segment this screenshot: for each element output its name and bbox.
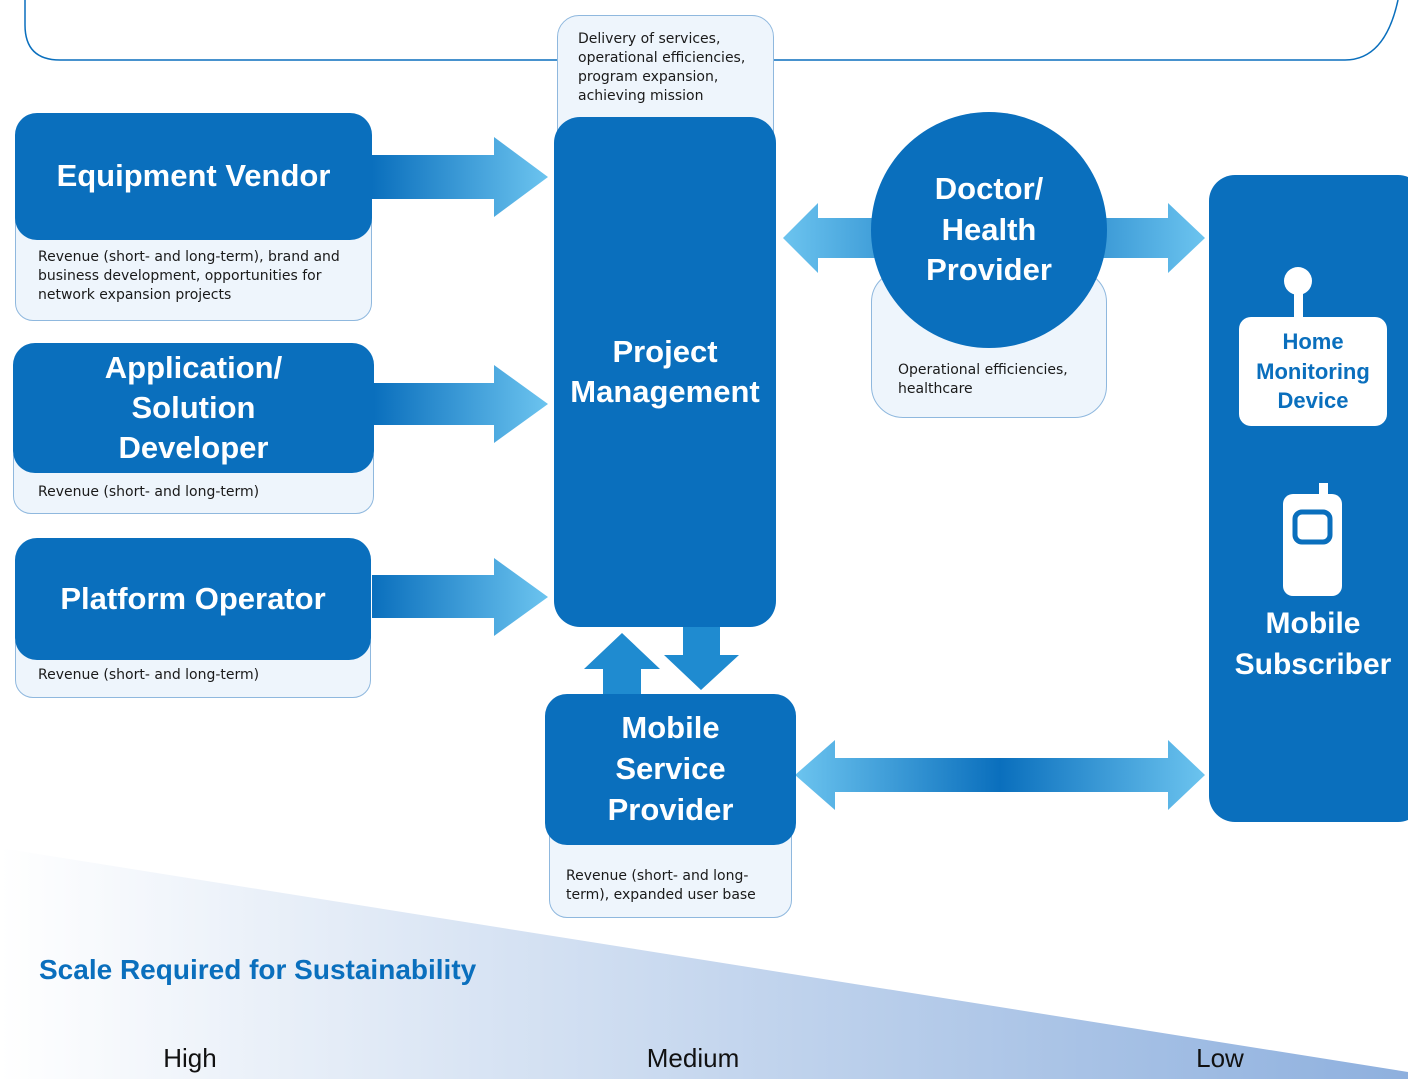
project-management-label: Project Management (570, 333, 760, 409)
arrow-pm-to-msp (664, 620, 739, 690)
arrow-vendor-to-pm (372, 137, 548, 217)
scale-low: Low (1170, 1043, 1270, 1074)
equipment-vendor-label: Equipment Vendor (56, 158, 331, 194)
node-mobile-service-provider: Mobile Service Provider (545, 694, 796, 845)
scale-title: Scale Required for Sustainability (39, 954, 639, 994)
node-mobile-subscriber (1209, 175, 1408, 822)
home-monitoring-label: Home Monitoring Device (1256, 328, 1370, 414)
note-msp-text: Revenue (short- and long-term), expanded… (566, 868, 756, 903)
note-platform-operator-text: Revenue (short- and long-term) (38, 667, 260, 683)
note-doctor-text: Operational efficiencies, healthcare (898, 362, 1068, 397)
node-equipment-vendor: Equipment Vendor (15, 113, 372, 240)
platform-operator-label: Platform Operator (60, 580, 326, 616)
node-doctor: Doctor/ Health Provider (871, 112, 1107, 348)
arrow-msp-to-pm (584, 633, 660, 700)
node-platform-operator: Platform Operator (15, 538, 371, 660)
node-app-developer: Application/ Solution Developer (13, 343, 374, 473)
note-project-management-text: Delivery of services, operational effici… (578, 31, 746, 104)
msp-label: Mobile Service Provider (607, 710, 734, 827)
node-project-management: Project Management (554, 117, 776, 627)
scale-low-text: Low (1196, 1043, 1244, 1073)
scale-medium: Medium (613, 1043, 773, 1074)
arrow-developer-to-pm (374, 365, 548, 443)
scale-medium-text: Medium (646, 1043, 740, 1073)
app-developer-label: Application/ Solution Developer (104, 349, 283, 466)
scale-title-text: Scale Required for Sustainability (39, 954, 477, 985)
mobile-subscriber-label: Mobile Subscriber (1234, 607, 1392, 681)
scale-high-text: High (163, 1043, 217, 1073)
scale-high: High (140, 1043, 240, 1074)
mobile-subscriber-label-box: Mobile Subscriber (1209, 604, 1408, 684)
home-monitoring-device: Home Monitoring Device (1239, 317, 1387, 426)
doctor-label: Doctor/ Health Provider (926, 170, 1052, 288)
note-equipment-vendor-text: Revenue (short- and long-term), brand an… (38, 249, 340, 303)
arrow-platform-to-pm (372, 558, 548, 636)
note-app-developer-text: Revenue (short- and long-term) (38, 484, 260, 500)
scale-wedge (0, 848, 1408, 1079)
arrow-msp-subscriber (795, 740, 1205, 810)
top-frame (24, 0, 1399, 61)
